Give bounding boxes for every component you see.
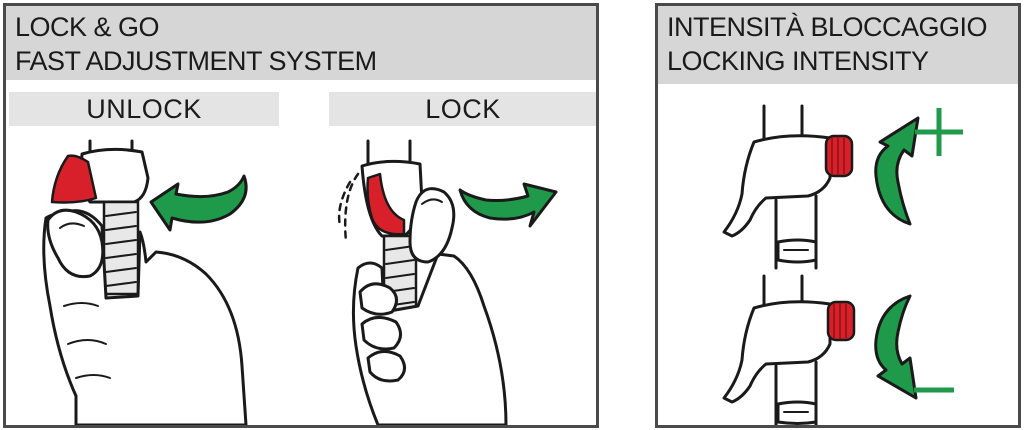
unlock-label: UNLOCK — [9, 92, 279, 126]
lever-open-icon — [50, 154, 98, 204]
lock-go-title: LOCK & GO FAST ADJUSTMENT SYSTEM — [6, 6, 596, 80]
adjust-knob-bottom-icon — [826, 300, 856, 342]
lever-closed-icon — [366, 172, 406, 236]
plus-sign-icon — [915, 108, 963, 156]
tighten-arrow-icon — [874, 116, 920, 226]
hand-unlock-illustration — [42, 139, 248, 425]
lock-label: LOCK — [329, 92, 596, 126]
locking-intensity-title: INTENSITÀ BLOCCAGGIO LOCKING INTENSITY — [658, 6, 1018, 84]
lock-go-panel: LOCK & GO FAST ADJUSTMENT SYSTEM UNLOCK … — [3, 3, 599, 428]
motion-trail-icon — [343, 172, 360, 244]
knob-tighten-illustration — [722, 104, 920, 270]
lock-go-illustrations — [42, 139, 558, 425]
plus-symbol-text: + — [658, 6, 667, 10]
adjust-knob-top-icon — [824, 134, 854, 178]
minus-symbol-text: – — [658, 6, 667, 10]
locking-intensity-panel: INTENSITÀ BLOCCAGGIO LOCKING INTENSITY + — [655, 3, 1021, 428]
knob-loosen-illustration — [722, 274, 918, 425]
loosen-arrow-icon — [874, 294, 918, 400]
hand-lock-illustration — [337, 139, 508, 425]
locking-intensity-title-line1: INTENSITÀ BLOCCAGGIO — [667, 12, 988, 42]
locking-intensity-title-line2: LOCKING INTENSITY — [667, 46, 929, 76]
locking-intensity-illustrations: + – — [658, 6, 963, 425]
lock-go-title-line2: FAST ADJUSTMENT SYSTEM — [15, 46, 377, 76]
rotate-arrow-unlock-icon — [149, 174, 248, 232]
lock-go-title-line1: LOCK & GO — [15, 12, 160, 42]
rotate-arrow-lock-icon — [458, 182, 558, 228]
